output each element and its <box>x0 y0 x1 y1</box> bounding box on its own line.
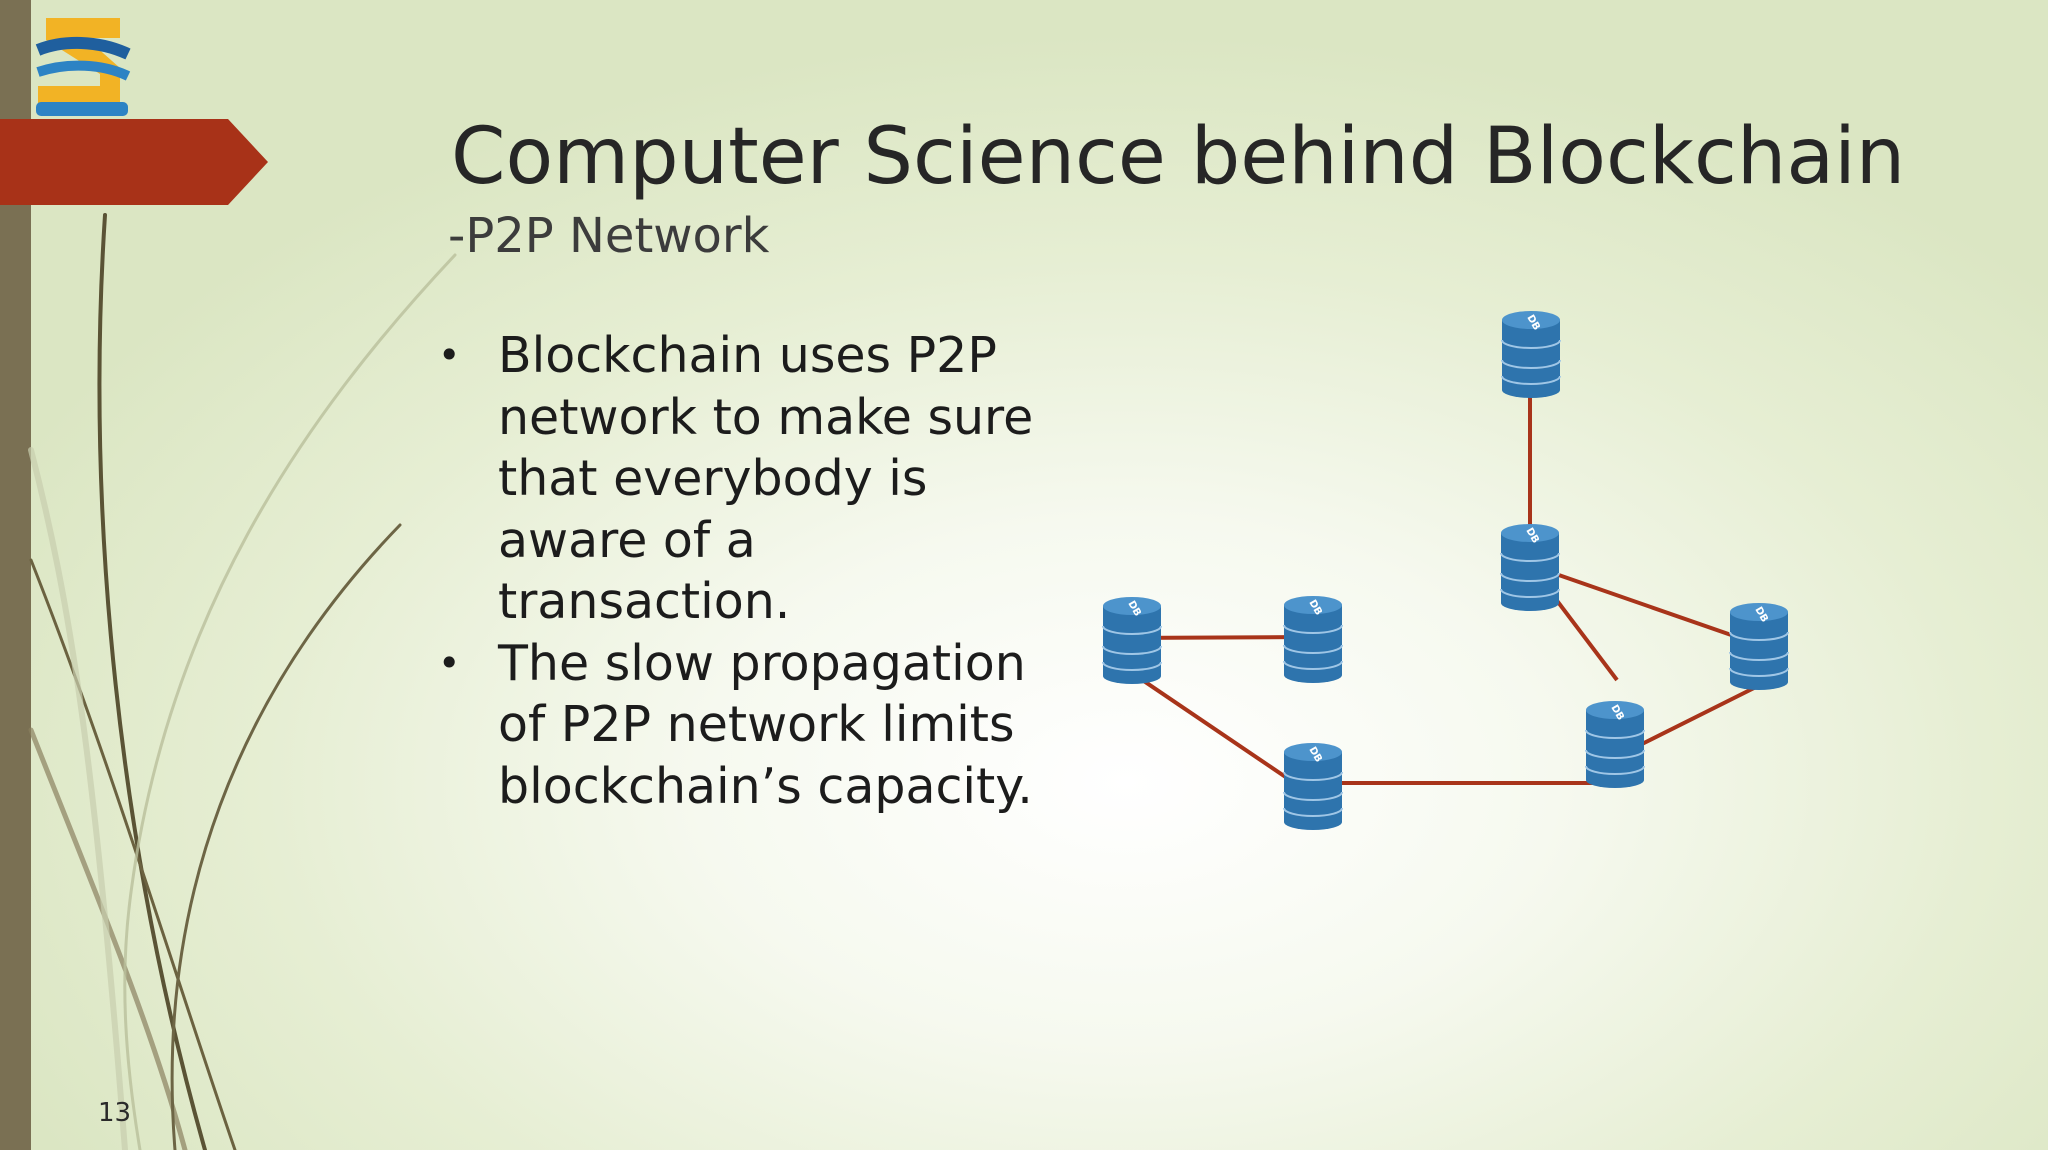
db-node: DB <box>1501 310 1561 399</box>
bullet-dot-icon: • <box>438 640 461 685</box>
network-link <box>1639 683 1761 747</box>
db-node: DB <box>1283 742 1343 831</box>
network-link <box>1529 563 1761 647</box>
network-link <box>1130 671 1292 782</box>
db-node: DB <box>1283 595 1343 684</box>
bullet-text: The slow propagation of P2P network limi… <box>498 634 1033 815</box>
bullet-dot-icon: • <box>438 333 461 377</box>
db-node: DB <box>1585 700 1645 789</box>
db-node: DB <box>1729 602 1789 691</box>
slide-subtitle: -P2P Network <box>448 208 770 264</box>
db-node: DB <box>1102 596 1162 685</box>
page-number: 13 <box>98 1098 132 1128</box>
title-arrow-banner <box>0 119 268 205</box>
bullet-item: • The slow propagation of P2P network li… <box>436 633 1036 818</box>
bullet-item: • Blockchain uses P2P network to make su… <box>436 325 1036 633</box>
p2p-network-diagram: DB DB DB DB DB DB DB <box>1102 310 1789 831</box>
bullet-text: Blockchain uses P2P network to make sure… <box>498 327 1034 630</box>
slide-title: Computer Science behind Blockchain <box>451 112 1906 202</box>
network-links <box>1130 350 1761 785</box>
bullet-list: • Blockchain uses P2P network to make su… <box>436 325 1036 817</box>
company-logo <box>35 18 131 116</box>
db-node: DB <box>1500 523 1560 612</box>
